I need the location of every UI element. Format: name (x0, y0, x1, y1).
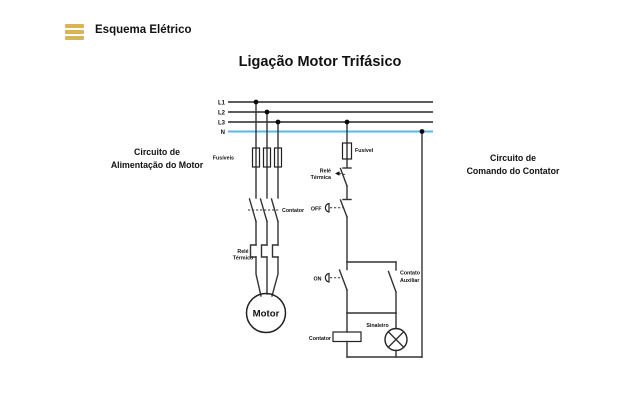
bus-label-l2: L2 (218, 111, 226, 117)
right-section-label: Circuito de Comando do Contator (467, 153, 560, 176)
on-button-symbol (324, 261, 348, 291)
motor-feeder-circuit: Fusíveis Contator Relé Térmico (213, 101, 304, 334)
off-button-symbol (324, 198, 352, 218)
app-title: Esquema Elétrico (95, 24, 192, 36)
right-section-line2: Comando do Contator (467, 166, 560, 176)
thermal-nc-label-1: Relé (320, 169, 331, 175)
hamburger-bar (65, 30, 84, 34)
bus-label-l3: L3 (218, 121, 226, 127)
aux-contact-symbol (387, 261, 397, 314)
aux-contact-label-2: Auxiliar (400, 278, 419, 284)
thermal-nc-contact (335, 167, 352, 187)
junction-dots (253, 99, 425, 134)
on-button-label: ON (314, 277, 322, 283)
contactor-coil-label: Contator (309, 336, 331, 342)
pilot-lamp-label: Sinaleiro (366, 323, 389, 329)
motor-symbol: Motor (245, 292, 287, 334)
bus-label-l1: L1 (218, 101, 226, 107)
thermal-relay-label-1: Relé (237, 249, 248, 255)
right-section-line1: Circuito de (490, 153, 536, 163)
hamburger-menu-icon[interactable] (65, 24, 84, 40)
hamburger-bar (65, 36, 84, 40)
contactor-control-circuit: Fusível Relé Térmica OFF (309, 121, 423, 358)
trip-arrow-icon (335, 171, 340, 176)
left-section-line1: Circuito de (134, 147, 180, 157)
left-section-label: Circuito de Alimentação do Motor (111, 147, 204, 170)
control-fuse-label: Fusível (355, 148, 374, 154)
off-button-label: OFF (311, 207, 322, 213)
fuses-label: Fusíveis (213, 156, 234, 162)
thermal-relay-label-2: Térmico (233, 256, 254, 262)
power-bus: L1 L2 L3 N (218, 101, 433, 136)
contactor-label: Contator (282, 208, 304, 214)
bus-label-n: N (221, 130, 225, 136)
motor-label: Motor (253, 309, 280, 320)
thermal-relay-symbol (249, 244, 279, 258)
left-section-line2: Alimentação do Motor (111, 160, 204, 170)
diagram-title: Ligação Motor Trifásico (238, 54, 402, 70)
pilot-lamp-symbol (384, 312, 408, 358)
thermal-nc-label-2: Térmica (311, 175, 331, 181)
fuses-symbol (251, 147, 283, 168)
contactor-coil-symbol (332, 331, 362, 343)
hamburger-bar (65, 24, 84, 28)
control-fuse-symbol (341, 142, 353, 160)
aux-contact-label-1: Contato (400, 271, 421, 277)
contactor-main-contacts (248, 198, 280, 223)
